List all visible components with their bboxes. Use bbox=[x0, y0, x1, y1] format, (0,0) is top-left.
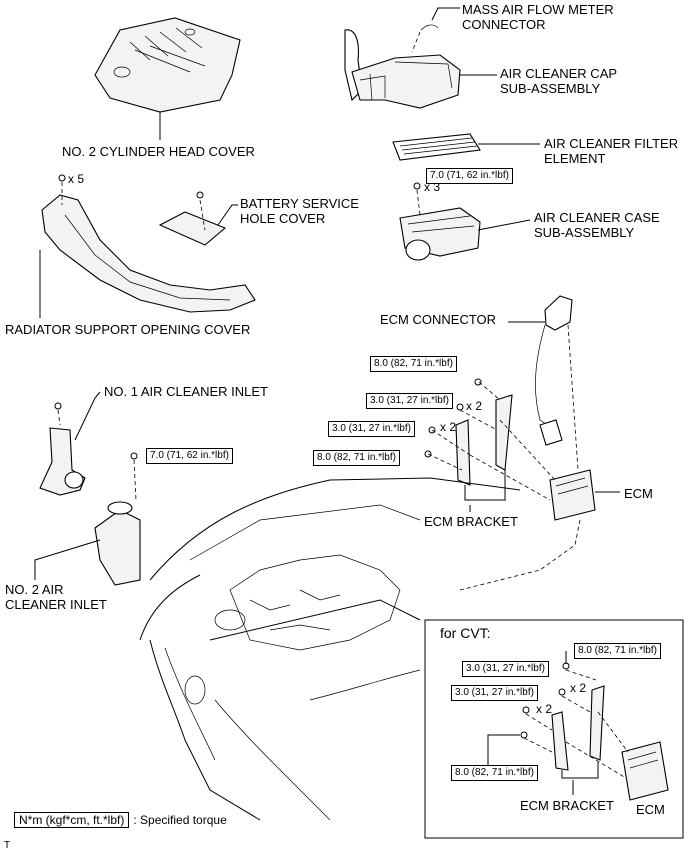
label-radiator-cover: RADIATOR SUPPORT OPENING COVER bbox=[5, 322, 251, 337]
ecm-bracket-part bbox=[424, 378, 556, 512]
qty-cvt-mid2: x 2 bbox=[536, 702, 553, 716]
air-cleaner-filter-part bbox=[392, 133, 540, 161]
torque-ecm-low: 8.0 (82, 71 in.*lbf) bbox=[313, 450, 400, 466]
torque-ecm-top: 8.0 (82, 71 in.*lbf) bbox=[370, 356, 457, 372]
qty-cvt-mid1: x 2 bbox=[570, 681, 587, 695]
torque-ecm-mid1: 3.0 (31, 27 in.*lbf) bbox=[366, 393, 453, 409]
label-ecm: ECM bbox=[624, 486, 653, 501]
cvt-inset-frame bbox=[424, 619, 684, 839]
qty-ecm-mid2: x 2 bbox=[440, 420, 457, 434]
label-filter-element: AIR CLEANER FILTER ELEMENT bbox=[544, 136, 679, 166]
label-cvt-ecm: ECM bbox=[636, 802, 665, 817]
torque-ecm-mid2: 3.0 (31, 27 in.*lbf) bbox=[328, 421, 415, 437]
ecm-part bbox=[549, 469, 620, 521]
label-maf-connector: MASS AIR FLOW METER CONNECTOR bbox=[462, 2, 614, 32]
radiator-support-cover-part bbox=[39, 174, 256, 318]
label-air-cleaner-cap: AIR CLEANER CAP SUB-ASSEMBLY bbox=[500, 66, 618, 96]
label-ecm-bracket: ECM BRACKET bbox=[424, 514, 518, 529]
battery-hole-cover-part bbox=[158, 191, 238, 246]
label-cvt-ecm-bracket: ECM BRACKET bbox=[520, 798, 614, 813]
air-cleaner-case-part bbox=[399, 182, 531, 261]
cvt-ecm-assembly bbox=[487, 651, 669, 801]
footer-mark: T bbox=[4, 840, 11, 851]
label-no1-inlet: NO. 1 AIR CLEANER INLET bbox=[104, 384, 268, 399]
no1-air-cleaner-inlet-part bbox=[39, 391, 101, 496]
label-cvt-title: for CVT: bbox=[440, 625, 491, 641]
no2-air-cleaner-inlet-part bbox=[34, 452, 141, 586]
legend: N*m (kgf*cm, ft.*lbf) : Specified torque bbox=[14, 811, 227, 829]
label-no2-inlet: NO. 2 AIR CLEANER INLET bbox=[5, 582, 107, 612]
qty-ecm-mid1: x 2 bbox=[466, 399, 483, 413]
legend-unit-box: N*m (kgf*cm, ft.*lbf) bbox=[14, 812, 130, 828]
torque-cvt-low: 8.0 (82, 71 in.*lbf) bbox=[451, 765, 538, 781]
ecm-connector-part bbox=[508, 295, 579, 471]
label-ecm-connector: ECM CONNECTOR bbox=[380, 312, 497, 327]
torque-inlet-bolt: 7.0 (71, 62 in.*lbf) bbox=[146, 448, 233, 464]
vehicle-engine-bay bbox=[139, 477, 581, 821]
label-head-cover: NO. 2 CYLINDER HEAD COVER bbox=[62, 144, 255, 159]
air-cleaner-cap-part bbox=[344, 29, 497, 109]
qty-radiator-bolts: x 5 bbox=[68, 172, 85, 186]
legend-text: : Specified torque bbox=[133, 813, 227, 827]
label-case-sub-assembly: AIR CLEANER CASE SUB-ASSEMBLY bbox=[534, 210, 660, 240]
torque-cvt-mid1: 3.0 (31, 27 in.*lbf) bbox=[462, 661, 549, 677]
torque-cvt-top: 8.0 (82, 71 in.*lbf) bbox=[574, 643, 661, 659]
torque-cvt-mid2: 3.0 (31, 27 in.*lbf) bbox=[451, 685, 538, 701]
label-battery-hole-cover: BATTERY SERVICE HOLE COVER bbox=[240, 196, 359, 226]
torque-case-bolts: 7.0 (71, 62 in.*lbf) bbox=[426, 168, 513, 184]
cylinder-head-cover-part bbox=[94, 17, 241, 140]
